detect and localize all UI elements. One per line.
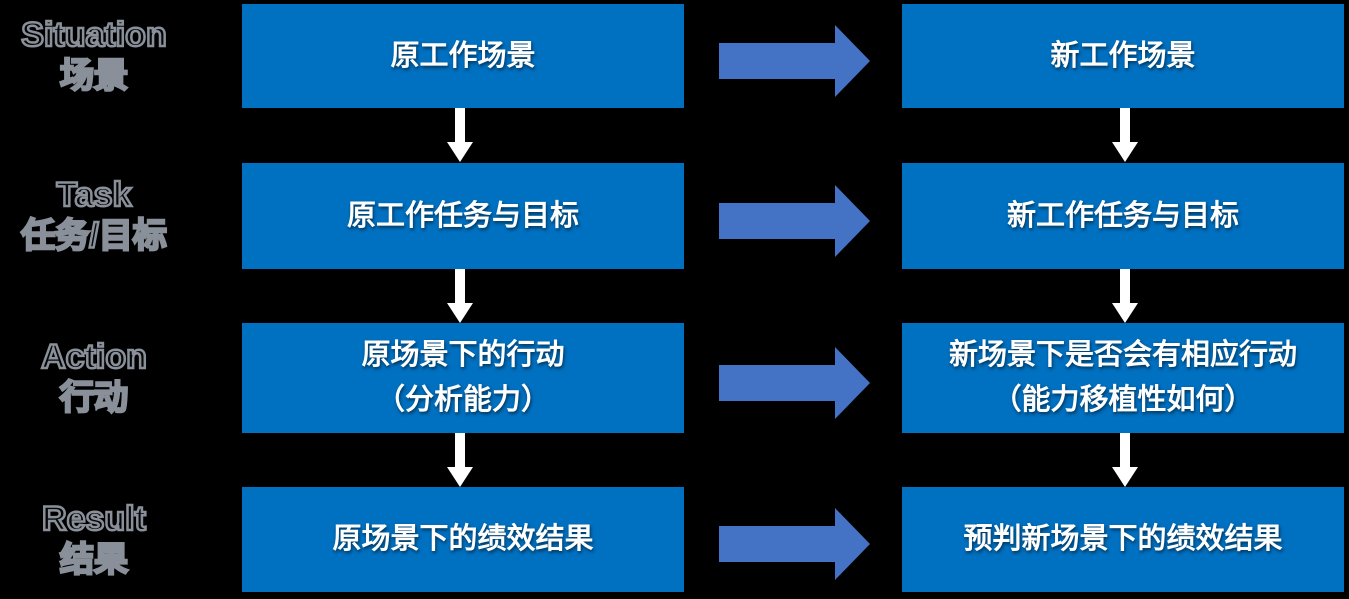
stage-label-en: Situation [20, 15, 168, 55]
stage-label-zh: 场景 [59, 56, 130, 96]
box-text: 原工作场景 [390, 39, 536, 72]
down-arrow-icon [1112, 108, 1138, 162]
new-action-box: 新场景下是否会有相应行动 （能力移植性如何） [902, 323, 1344, 433]
down-arrow-icon [1112, 433, 1138, 487]
box-text: 预判新场景下的绩效结果 [963, 523, 1283, 556]
stage-label-en: Action [40, 337, 148, 377]
new-task-box: 新工作任务与目标 [902, 163, 1344, 269]
box-text: 新场景下是否会有相应行动 [948, 339, 1297, 372]
box-text: 原场景下的绩效结果 [332, 523, 594, 556]
box-text: （分析能力） [375, 384, 550, 416]
down-arrow-icon [1112, 269, 1138, 323]
stage-label-zh: 结果 [59, 539, 130, 579]
old-task-box: 原工作任务与目标 [242, 163, 684, 269]
box-text: （能力移植性如何） [992, 384, 1254, 416]
new-result-box: 预判新场景下的绩效结果 [902, 487, 1344, 592]
right-arrow-icon [719, 185, 870, 257]
right-arrow-icon [719, 347, 870, 419]
box-text: 原工作任务与目标 [346, 199, 579, 232]
old-situation-box: 原工作场景 [242, 4, 684, 108]
new-situation-box: 新工作场景 [902, 4, 1344, 108]
down-arrow-icon [447, 108, 473, 162]
box-text: 原场景下的行动 [361, 339, 565, 372]
stage-label-en: Result [41, 498, 147, 538]
stage-label-situation: Situation 场景 [0, 4, 188, 108]
right-arrow-icon [719, 508, 870, 580]
stage-label-action: Action 行动 [0, 323, 188, 433]
down-arrow-icon [447, 269, 473, 323]
box-text: 新工作任务与目标 [1006, 199, 1239, 232]
stage-label-result: Result 结果 [0, 487, 188, 592]
old-action-box: 原场景下的行动 （分析能力） [242, 323, 684, 433]
stage-label-zh: 行动 [59, 378, 130, 418]
stage-label-zh: 任务/目标 [20, 216, 168, 256]
stage-label-task: Task 任务/目标 [0, 163, 188, 269]
stage-label-en: Task [55, 175, 132, 215]
old-result-box: 原场景下的绩效结果 [242, 487, 684, 592]
right-arrow-icon [719, 25, 870, 97]
down-arrow-icon [447, 433, 473, 487]
box-text: 新工作场景 [1050, 39, 1196, 72]
